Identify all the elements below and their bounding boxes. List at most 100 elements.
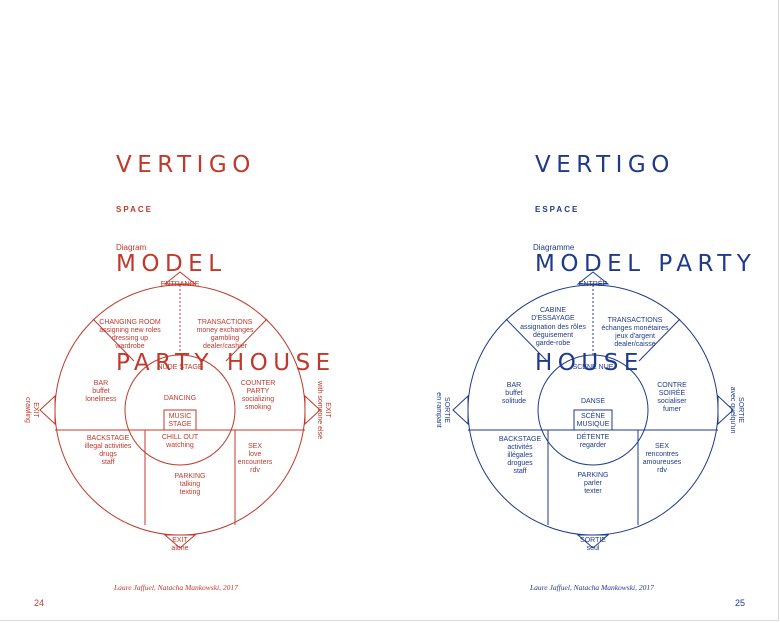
exit-right-arrow bbox=[304, 394, 321, 426]
dancing-label: DANSE bbox=[581, 398, 605, 405]
zone-title: SOIRÉE bbox=[659, 388, 686, 397]
zone-title: BAR bbox=[507, 382, 521, 389]
exit-text: crawling bbox=[24, 397, 31, 423]
zone-text: smoking bbox=[245, 404, 271, 411]
floor-plan-diagram: ENTRANCE CHANGING ROOM assigning new rol… bbox=[24, 271, 331, 552]
exit-left-arrow bbox=[39, 394, 56, 426]
zone-text: rencontres bbox=[645, 451, 679, 458]
zone-title: COUNTER bbox=[241, 380, 276, 387]
counter-party-zone: CONTRE SOIRÉE socialiser fumer bbox=[657, 382, 687, 413]
zone-text: socialiser bbox=[657, 398, 687, 405]
zone-text: illégales bbox=[507, 452, 533, 459]
backstage-zone: BACKSTAGE activités illégales drogues st… bbox=[499, 436, 542, 475]
dancing-label: DANCING bbox=[164, 395, 196, 402]
changing-room-zone: CHANGING ROOM assigning new roles dressi… bbox=[99, 319, 161, 350]
zone-title: SEX bbox=[655, 443, 669, 450]
zone-title: BAR bbox=[94, 380, 108, 387]
bar-zone: BAR buffet loneliness bbox=[85, 380, 117, 403]
zone-text: dealer/cashier bbox=[203, 343, 248, 350]
zone-title: PARKING bbox=[578, 472, 609, 479]
zone-text: dealer/caisse bbox=[614, 341, 655, 348]
entrance-label: ENTRÉE bbox=[579, 279, 608, 288]
zone-text: activités bbox=[507, 444, 533, 451]
sex-zone: SEX love encounters rdv bbox=[238, 443, 273, 474]
nude-stage-label: SCÈNE NUE bbox=[573, 362, 614, 371]
chill-out-zone: DÉTENTE regarder bbox=[577, 432, 610, 449]
counter-party-zone: COUNTER PARTY socializing smoking bbox=[241, 380, 276, 411]
zone-text: staff bbox=[101, 459, 114, 466]
title-line: VERTIGO bbox=[535, 152, 675, 178]
credit-line: Laure Jaffuel, Natacha Mankowski, 2017 bbox=[530, 583, 654, 592]
exit-left-arrow bbox=[452, 394, 469, 426]
entrance-label: ENTRANCE bbox=[161, 281, 200, 288]
exit-right-arrow bbox=[717, 394, 734, 426]
zone-text: parler bbox=[584, 480, 603, 487]
exit-bottom-label: SORTIE seul bbox=[580, 537, 606, 552]
zone-text: drogues bbox=[507, 460, 533, 467]
zone-title: CHANGING ROOM bbox=[99, 319, 161, 326]
zone-title: CONTRE bbox=[657, 382, 687, 389]
music-stage-label: STAGE bbox=[168, 421, 192, 428]
title-line: MODEL bbox=[116, 251, 227, 277]
exit-bottom-label: EXIT alone bbox=[171, 537, 188, 552]
exit-title: SORTIE bbox=[580, 537, 606, 544]
zone-text: texting bbox=[180, 489, 201, 496]
floor-plan-diagram: ENTRÉE CABINE D'ESSAYAGE assignation des… bbox=[435, 271, 744, 552]
zone-text: staff bbox=[513, 468, 526, 475]
zone-title: DÉTENTE bbox=[577, 432, 610, 441]
zone-text: loneliness bbox=[85, 396, 117, 403]
exit-title: EXIT bbox=[324, 402, 331, 418]
section-heading: SPACE bbox=[116, 205, 153, 214]
page-title: VERTIGO MODEL PARTY HOUSE bbox=[535, 83, 756, 446]
zone-text: assignation des rôles bbox=[520, 324, 586, 331]
zone-title: BACKSTAGE bbox=[87, 435, 130, 442]
diagram-structure bbox=[452, 271, 734, 549]
zone-text: love bbox=[249, 451, 262, 458]
zone-text: illegal activities bbox=[85, 443, 132, 450]
credit-line: Laure Jaffuel, Natacha Mankowski, 2017 bbox=[114, 583, 238, 592]
zone-text: buffet bbox=[505, 390, 522, 397]
diagram-subheading: Diagram bbox=[116, 243, 147, 252]
exit-left-label: SORTIE en rampant bbox=[435, 392, 450, 427]
zone-text: gambling bbox=[211, 335, 240, 342]
zone-text: texter bbox=[584, 488, 602, 495]
section-heading: ESPACE bbox=[535, 205, 580, 214]
bar-zone: BAR buffet solitude bbox=[502, 382, 526, 405]
title-line: MODEL PARTY bbox=[535, 251, 757, 277]
exit-left-label: EXIT crawling bbox=[24, 397, 39, 423]
sex-zone: SEX rencontres amoureuses rdv bbox=[643, 443, 682, 474]
zone-text: encounters bbox=[238, 459, 273, 466]
music-stage-label: SCÈNE bbox=[581, 411, 605, 420]
zone-text: wardrobe bbox=[114, 343, 144, 350]
zone-title: CABINE bbox=[540, 307, 566, 314]
music-stage-box bbox=[573, 409, 613, 431]
zone-title: TRANSACTIONS bbox=[198, 319, 253, 326]
exit-title: EXIT bbox=[32, 402, 39, 418]
exit-right-label: EXIT with someone else bbox=[316, 380, 331, 439]
divider-top-right bbox=[638, 318, 681, 362]
exit-text: seul bbox=[587, 545, 600, 552]
backstage-zone: BACKSTAGE illegal activities drugs staff bbox=[85, 435, 132, 466]
music-stage-label: MUSIC bbox=[169, 413, 192, 420]
zone-text: socializing bbox=[242, 396, 274, 403]
zone-title: SEX bbox=[248, 443, 262, 450]
exit-title: SORTIE bbox=[443, 397, 450, 423]
zone-text: money exchanges bbox=[197, 327, 254, 334]
exit-title: SORTIE bbox=[737, 397, 744, 423]
diagram-subheading: Diagramme bbox=[533, 243, 575, 252]
zone-text: garde-robe bbox=[536, 340, 570, 347]
zone-title: PARTY bbox=[247, 388, 270, 395]
zone-text: échanges monétaires bbox=[602, 325, 669, 332]
music-stage-box bbox=[163, 409, 197, 431]
divider-top-left bbox=[505, 318, 548, 362]
exit-text: with someone else bbox=[316, 380, 323, 439]
right-page: VERTIGO MODEL PARTY HOUSE ESPACE Diagram… bbox=[390, 0, 780, 623]
zone-text: déguisement bbox=[533, 332, 573, 339]
exit-bottom-arrow bbox=[163, 534, 197, 549]
title-line: PARTY HOUSE bbox=[116, 350, 336, 376]
zone-title: PARKING bbox=[175, 473, 206, 480]
entrance-arrow bbox=[576, 271, 610, 285]
exit-text: avec quelqu'un bbox=[729, 387, 736, 434]
zone-text: watching bbox=[165, 442, 194, 449]
zone-title: D'ESSAYAGE bbox=[531, 315, 575, 322]
